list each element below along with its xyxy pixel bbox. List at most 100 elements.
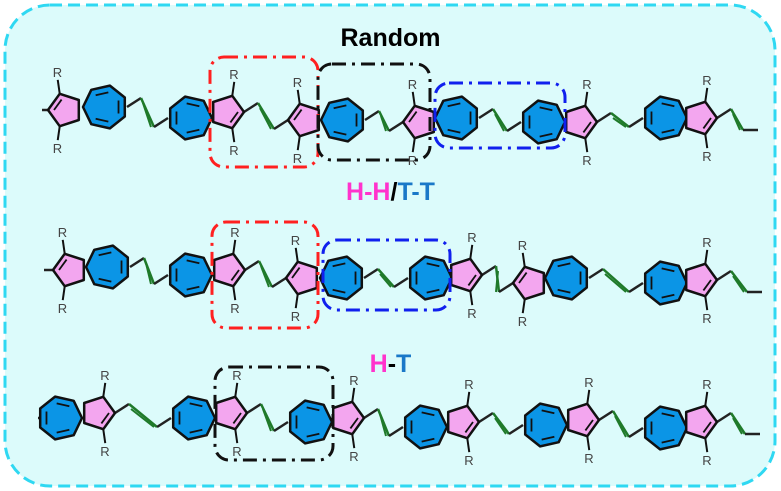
substituent-bond (102, 382, 107, 397)
vinylene-double-bond (379, 413, 387, 437)
substituent-bond (411, 91, 416, 106)
double-bond-line (229, 111, 239, 123)
single-bond (506, 120, 522, 133)
single-bond (716, 411, 732, 424)
substituent-r-label: R (702, 235, 711, 250)
single-bond (716, 107, 732, 120)
substituent-r-label: R (229, 143, 238, 158)
substituent-bond (234, 429, 239, 444)
substituent-bond (704, 87, 709, 102)
vinylene-bond (610, 112, 630, 128)
single-bond (243, 101, 259, 114)
single-bond (478, 411, 494, 424)
double-bond-line (53, 99, 63, 111)
substituent-r-label: R (582, 77, 591, 92)
double-bond-line (98, 251, 112, 257)
single-bond (114, 402, 130, 415)
substituent-r-label: R (702, 149, 711, 164)
double-bond-line (230, 269, 240, 281)
substituent-bond (296, 89, 301, 104)
single-bond (628, 281, 644, 294)
single-bond (246, 402, 262, 415)
vinylene-bond (256, 102, 276, 130)
vinylene-bond (139, 97, 156, 128)
double-bond-line (661, 267, 675, 273)
substituent-r-label: R (584, 375, 593, 390)
substituent-r-label: R (702, 311, 711, 326)
substituent-r-label: R (467, 306, 476, 321)
substituent-bond (56, 79, 61, 94)
heptagon-ring (168, 95, 214, 141)
double-bond-line (333, 104, 347, 110)
vinylene-double-bond (614, 415, 627, 438)
substituent-bond (584, 91, 589, 106)
double-bond-line (186, 102, 200, 108)
title-hh-tt: H-H/T-T (0, 178, 781, 207)
double-bond-line (557, 288, 571, 294)
substituent-bond (704, 296, 709, 311)
single-bond (498, 281, 514, 294)
substituent-bond (469, 291, 474, 306)
substituent-bond (61, 239, 66, 254)
vinylene-double-bond (732, 113, 741, 131)
box-tt-tail-tail (321, 238, 452, 312)
single-bond (588, 267, 604, 280)
vinylene-double-bond (130, 408, 155, 428)
heptagon-ring (521, 99, 567, 145)
substituent-bond (102, 429, 107, 444)
label-head-head: H-H (346, 178, 391, 206)
double-bond-line (306, 432, 320, 438)
double-bond-line (582, 121, 592, 133)
label-dash: - (387, 350, 397, 378)
substituent-r-label: R (291, 233, 300, 248)
substituent-r-label: R (100, 444, 109, 459)
pentagon-ring (82, 395, 117, 431)
single-bond (364, 109, 380, 122)
substituent-r-label: R (349, 449, 358, 464)
vinylene-double-bond (145, 262, 152, 285)
vinylene-bond (729, 108, 745, 131)
vinylene-double-bond (495, 270, 499, 293)
label-head: H (369, 350, 388, 378)
double-bond-line (332, 262, 346, 268)
heptagon-ring (543, 255, 589, 301)
single-bond (153, 116, 169, 129)
double-bond-line (661, 293, 675, 299)
substituent-r-label: R (58, 301, 67, 316)
substituent-r-label: R (100, 368, 109, 383)
substituent-r-label: R (291, 309, 300, 324)
substituent-r-label: R (53, 141, 62, 156)
substituent-r-label: R (518, 238, 527, 253)
pentagon-ring (511, 265, 546, 301)
pentagon-ring (284, 260, 319, 296)
title-ht: H-T (0, 350, 781, 379)
title-random: Random (340, 24, 441, 52)
single-bond (244, 259, 260, 272)
double-bond-line (702, 279, 712, 291)
substituent-bond (294, 294, 299, 309)
heptagon-ring (171, 395, 217, 441)
substituent-bond (231, 81, 236, 96)
vinylene-bond (602, 268, 630, 293)
single-bond (628, 426, 644, 439)
pentagon-ring (684, 100, 719, 136)
vinylene-bond (376, 408, 391, 437)
double-bond-line (186, 128, 200, 134)
pentagon-ring (449, 257, 484, 293)
box-random-head-tail (316, 62, 432, 162)
single-bond (363, 267, 379, 280)
heptagon-ring (643, 260, 689, 306)
single-bond (388, 425, 404, 438)
heptagon-ring (84, 244, 130, 290)
substituent-bond (704, 391, 709, 406)
double-bond-line (584, 419, 594, 431)
double-bond-line (189, 428, 203, 434)
double-bond-line (464, 421, 474, 433)
vinylene-bond (257, 260, 274, 288)
heptagon-ring (643, 405, 689, 451)
substituent-r-label: R (230, 225, 239, 240)
substituent-r-label: R (464, 453, 473, 468)
pentagon-ring (211, 94, 246, 130)
substituent-r-label: R (464, 377, 473, 392)
vinylene-bond (611, 410, 631, 438)
